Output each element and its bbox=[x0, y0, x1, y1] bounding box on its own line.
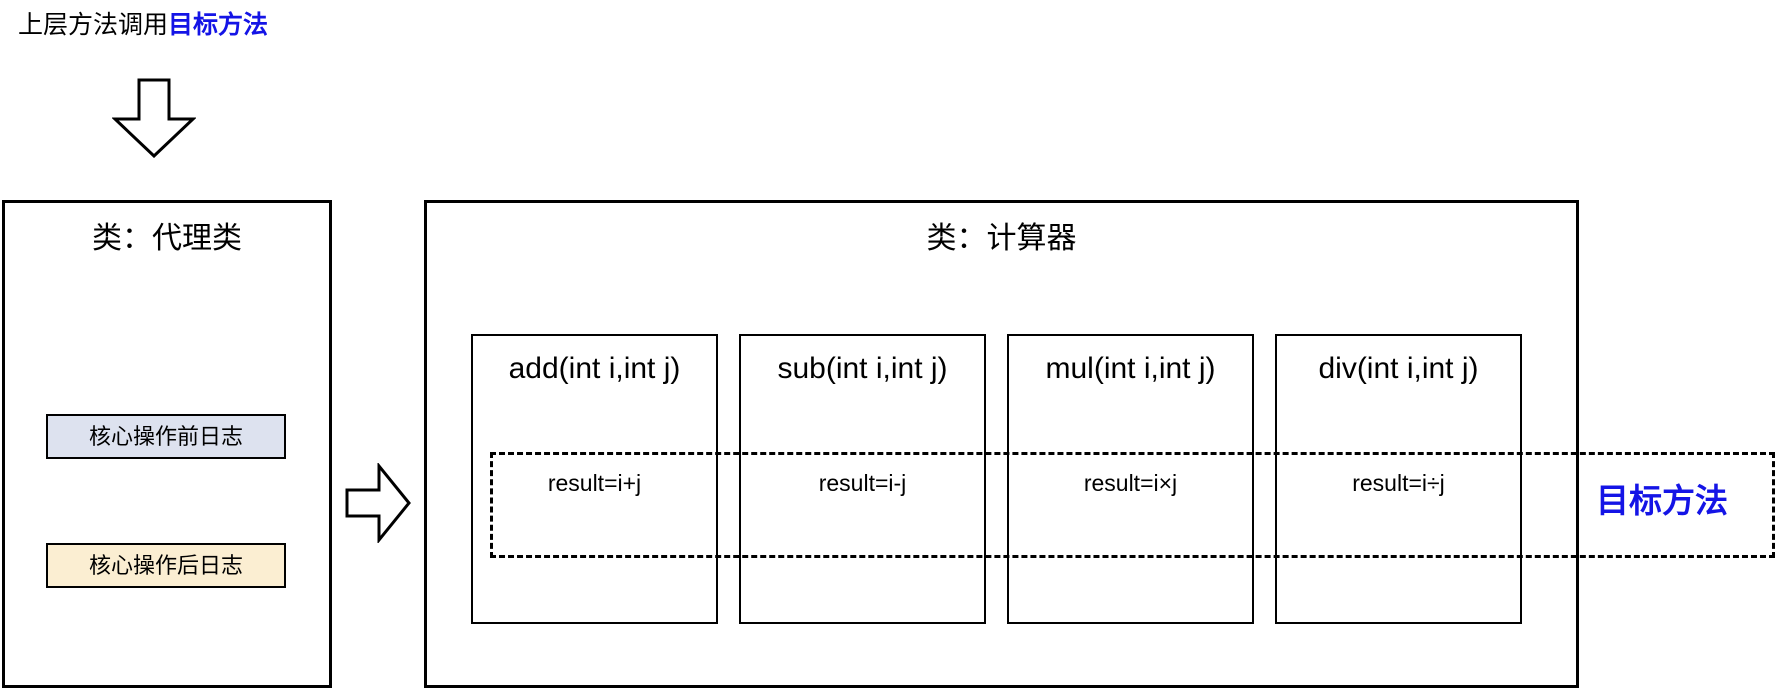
method-signature: add(int i,int j) bbox=[508, 352, 681, 385]
method-body: result=i÷j bbox=[1352, 470, 1445, 496]
method-signature: sub(int i,int j) bbox=[777, 352, 948, 385]
page-title-highlight: 目标方法 bbox=[168, 11, 269, 39]
method-box-div[interactable]: div(int i,int j) result=i÷j bbox=[1275, 334, 1522, 624]
calculator-class-box: 类：计算器 add(int i,int j) result=i+j sub(in… bbox=[424, 200, 1579, 688]
log-after-label: 核心操作后日志 bbox=[88, 552, 243, 578]
method-signature: mul(int i,int j) bbox=[1045, 352, 1216, 385]
method-box-sub[interactable]: sub(int i,int j) result=i-j bbox=[739, 334, 986, 624]
page-title: 上层方法调用目标方法 bbox=[18, 8, 268, 42]
method-signature: div(int i,int j) bbox=[1318, 352, 1479, 385]
proxy-class-title: 类：代理类 bbox=[92, 222, 242, 255]
log-after-chip[interactable]: 核心操作后日志 bbox=[46, 543, 286, 588]
target-method-label: 目标方法 bbox=[1596, 482, 1728, 519]
method-box-mul[interactable]: mul(int i,int j) result=i×j bbox=[1007, 334, 1254, 624]
log-before-chip[interactable]: 核心操作前日志 bbox=[46, 414, 286, 459]
log-before-label: 核心操作前日志 bbox=[88, 423, 243, 449]
method-box-add[interactable]: add(int i,int j) result=i+j bbox=[471, 334, 718, 624]
page-title-prefix: 上层方法调用 bbox=[18, 11, 169, 39]
arrow-right-block-icon bbox=[345, 463, 411, 543]
method-body: result=i+j bbox=[547, 470, 642, 496]
method-body: result=i-j bbox=[818, 470, 907, 496]
arrow-down-block-icon bbox=[112, 78, 196, 158]
method-body: result=i×j bbox=[1083, 470, 1178, 496]
proxy-class-box: 类：代理类 核心操作前日志 核心操作后日志 bbox=[2, 200, 332, 688]
calculator-class-title: 类：计算器 bbox=[926, 222, 1077, 255]
